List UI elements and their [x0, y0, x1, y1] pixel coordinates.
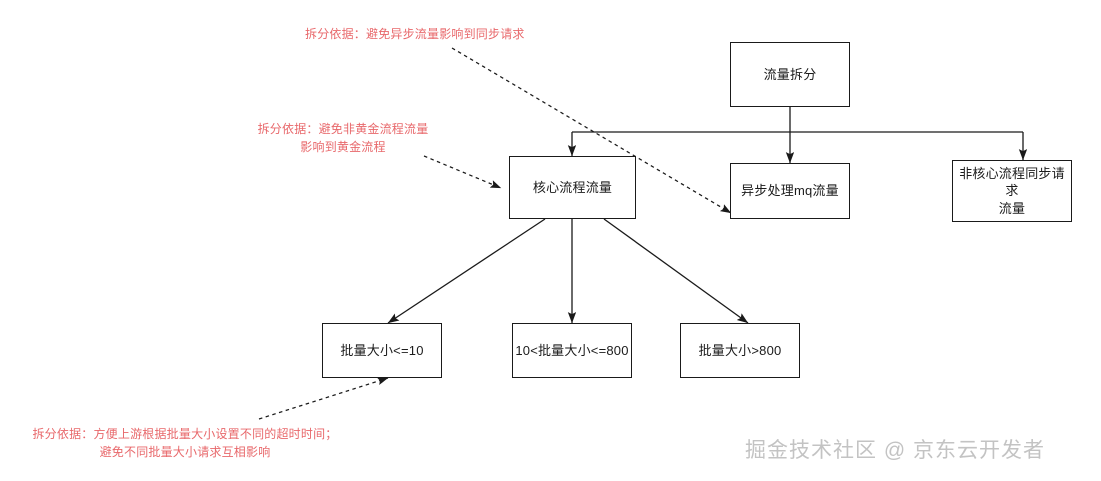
edge-note-batch-to-batch-small [258, 377, 389, 420]
node-async-mq-traffic[interactable]: 异步处理mq流量 [730, 163, 850, 219]
node-batch-size-lte-10[interactable]: 批量大小<=10 [322, 323, 442, 378]
watermark: 掘金技术社区 @ 京东云开发者 [745, 439, 1045, 462]
edge-core-to-batch-small [387, 218, 546, 324]
annotation-batch-split-reason: 拆分依据：方便上游根据批量大小设置不同的超时时间； 避免不同批量大小请求互相影响 [32, 427, 338, 459]
node-noncore-sync-request-traffic[interactable]: 非核心流程同步请求 流量 [952, 160, 1072, 222]
annotation-core-split-reason: 拆分依据：避免非黄金流程流量 影响到黄金流程 [257, 122, 429, 154]
node-flow-split[interactable]: 流量拆分 [730, 42, 850, 107]
annotation-async-split-reason: 拆分依据：避免异步流量影响到同步请求 [305, 27, 525, 41]
node-batch-size-gt-800[interactable]: 批量大小>800 [680, 323, 800, 378]
node-batch-size-10-to-800[interactable]: 10<批量大小<=800 [512, 323, 632, 378]
node-core-flow-traffic[interactable]: 核心流程流量 [509, 156, 636, 219]
edge-note-core-to-core [423, 155, 502, 189]
edge-core-to-batch-large [603, 218, 749, 324]
